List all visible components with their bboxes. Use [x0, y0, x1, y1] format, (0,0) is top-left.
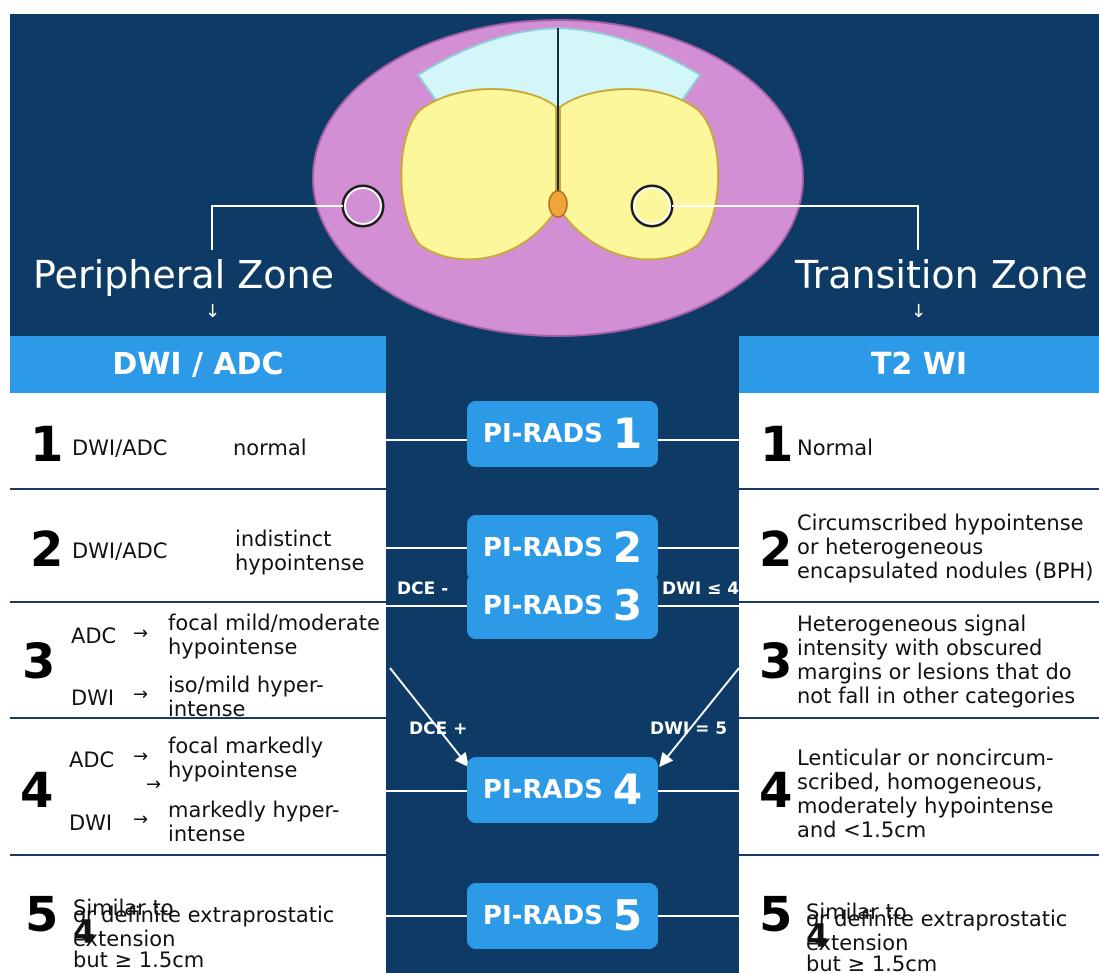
- pirads-2-badge: PI-RADS 2: [467, 515, 658, 581]
- pirads-label: PI-RADS: [482, 419, 603, 449]
- pz-3-dwi-label: DWI: [71, 686, 115, 710]
- pz-5-pre: Similar to: [73, 896, 174, 920]
- pirads-score: 1: [612, 409, 643, 458]
- pz-2-modality: DWI/ADC: [72, 539, 168, 563]
- tz-2-finding: Circumscribed hypointense or heterogeneo…: [797, 511, 1094, 583]
- tz-5-pre: Similar to: [806, 900, 907, 924]
- pz-5-post: but ≥ 1.5cm: [73, 948, 205, 972]
- pirads-score: 2: [612, 523, 643, 572]
- pirads-4-badge: PI-RADS 4: [467, 757, 658, 823]
- tz-leader-line: [672, 205, 919, 250]
- peripheral-zone-arrow: ↓: [205, 301, 221, 322]
- pz-3-adc-finding: focal mild/moderate hypointense: [168, 611, 380, 659]
- dce-positive-label: DCE +: [409, 719, 468, 739]
- pz-leader-line: [211, 205, 343, 250]
- tz-5-inline-score: 4: [806, 917, 829, 955]
- transition-zone-right: [559, 88, 720, 261]
- pirads-label: PI-RADS: [482, 775, 603, 805]
- tz-row-separator: [739, 854, 1099, 856]
- transition-zone-left: [400, 88, 557, 261]
- pirads-label: PI-RADS: [482, 591, 603, 621]
- arrow-icon: →: [146, 774, 162, 795]
- pz-3-dwi-finding: iso/mild hyper- intense: [168, 673, 324, 721]
- pz-score-1: 1: [30, 417, 64, 473]
- pz-4-dwi-label: DWI: [69, 811, 113, 835]
- tz-score-1: 1: [760, 417, 794, 473]
- pirads-score: 4: [612, 765, 643, 814]
- pirads-label: PI-RADS: [482, 901, 603, 931]
- arrow-icon: →: [133, 684, 149, 705]
- pirads-1-badge: PI-RADS 1: [467, 401, 658, 467]
- dce-plus-arrow: [389, 667, 469, 768]
- tz-row-separator: [739, 717, 1099, 719]
- urethra-shape: [548, 190, 568, 218]
- connector-tz-5: [658, 915, 739, 917]
- connector-pz-1: [386, 439, 467, 441]
- connector-pz-3: [386, 605, 467, 607]
- tz-row-separator: [739, 601, 1099, 603]
- pz-score-3: 3: [22, 634, 56, 690]
- tz-5-post: but ≥ 1.5cm: [806, 952, 938, 973]
- pirads-score: 5: [612, 891, 643, 940]
- tz-5-rest: or definite extraprostatic extension: [806, 907, 1068, 955]
- pz-4-adc-label: ADC: [69, 748, 115, 772]
- pz-score-4: 4: [20, 763, 54, 819]
- pz-5-rest: or definite extraprostatic extension: [73, 903, 335, 951]
- transition-zone-title: Transition Zone: [795, 253, 1088, 297]
- pz-4-dwi-finding: markedly hyper- intense: [168, 798, 340, 846]
- pz-4-adc-finding: focal markedly hypointense: [168, 734, 324, 782]
- tz-5-first-line: Similar to 4 but ≥ 1.5cm: [806, 876, 937, 973]
- pz-row-separator: [10, 488, 386, 490]
- tz-score-5: 5: [759, 887, 793, 943]
- pz-score-2: 2: [30, 522, 64, 578]
- connector-tz-2: [658, 547, 739, 549]
- connector-tz-3: [658, 605, 739, 607]
- tz-3-finding: Heterogeneous signal intensity with obsc…: [797, 612, 1076, 708]
- prostate-illustration: [211, 19, 919, 337]
- peripheral-zone-title: Peripheral Zone: [33, 253, 334, 297]
- tz-score-3: 3: [759, 634, 793, 690]
- dwi-5-label: DWI = 5: [650, 719, 728, 739]
- tz-score-4: 4: [759, 763, 793, 819]
- tz-score-2: 2: [759, 522, 793, 578]
- arrow-icon: →: [133, 623, 149, 644]
- connector-pz-4: [386, 790, 467, 792]
- pz-5-first-line: Similar to 4 but ≥ 1.5cm: [73, 872, 204, 972]
- dwi-adc-header: DWI / ADC: [10, 336, 386, 393]
- pz-row-separator: [10, 601, 386, 603]
- pz-1-finding: normal: [233, 436, 307, 460]
- connector-pz-2: [386, 547, 467, 549]
- dwi-le4-label: DWI ≤ 4: [662, 579, 740, 599]
- connector-tz-4: [658, 790, 739, 792]
- arrow-icon: →: [133, 809, 149, 830]
- arrow-icon: →: [133, 746, 149, 767]
- pz-5-inline-score: 4: [73, 913, 96, 951]
- pz-3-adc-label: ADC: [71, 624, 117, 648]
- tz-4-finding: Lenticular or noncircum- scribed, homoge…: [797, 746, 1054, 842]
- pz-1-modality: DWI/ADC: [72, 436, 168, 460]
- connector-tz-1: [658, 439, 739, 441]
- pz-2-finding: indistinct hypointense: [235, 527, 365, 575]
- tz-marker-circle-inner: [633, 187, 671, 225]
- dwi-5-arrow: [659, 667, 740, 768]
- pirads-score: 3: [612, 581, 643, 630]
- transition-zone-arrow: ↓: [911, 301, 927, 322]
- dce-negative-label: DCE -: [397, 579, 449, 599]
- pz-marker-circle-inner: [344, 187, 382, 225]
- tz-1-finding: Normal: [797, 436, 873, 460]
- pz-row-separator: [10, 854, 386, 856]
- pz-row-separator: [10, 717, 386, 719]
- pz-score-5: 5: [25, 887, 59, 943]
- connector-pz-5: [386, 915, 467, 917]
- pirads-3-badge: PI-RADS 3: [467, 573, 658, 639]
- t2wi-header: T2 WI: [739, 336, 1099, 393]
- pirads-5-badge: PI-RADS 5: [467, 883, 658, 949]
- pirads-label: PI-RADS: [482, 533, 603, 563]
- tz-row-separator: [739, 488, 1099, 490]
